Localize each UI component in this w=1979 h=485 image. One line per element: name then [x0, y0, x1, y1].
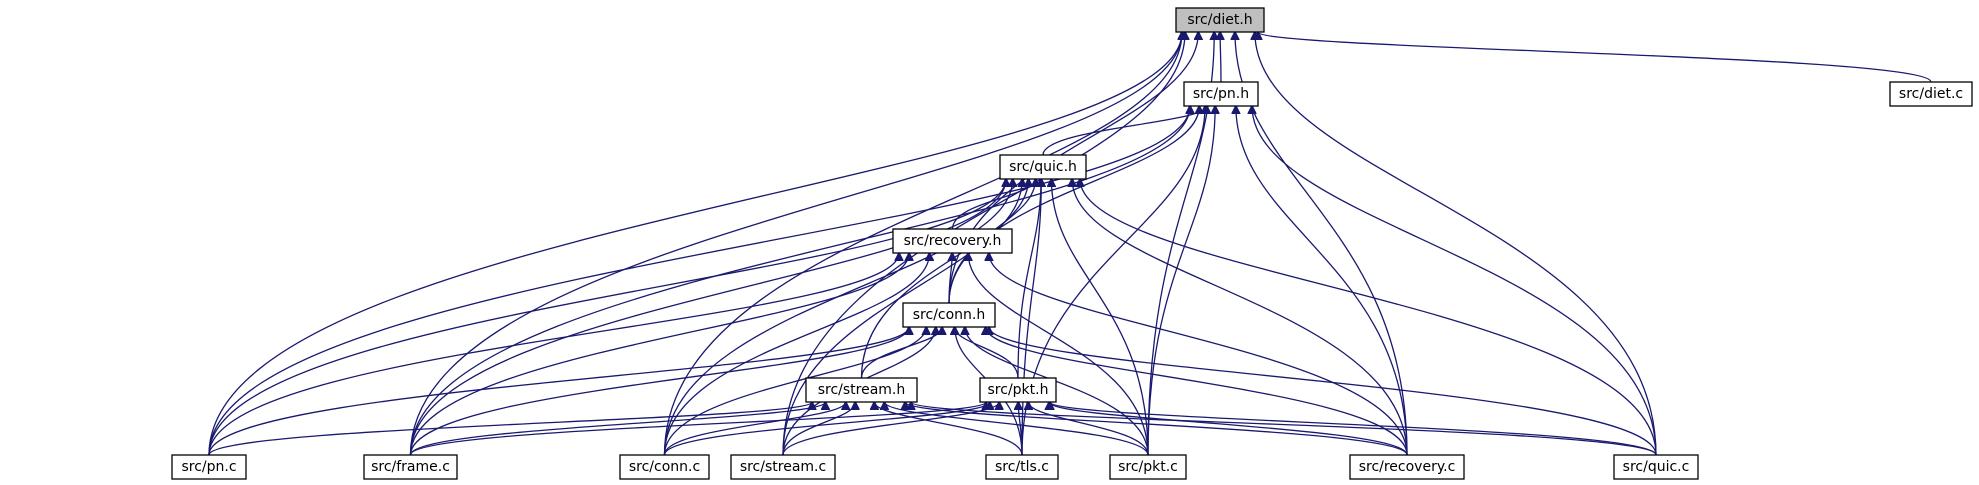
edge-conn_c-to-diet_h [663, 32, 1183, 456]
edge-quic_c-to-diet_h [1255, 32, 1657, 456]
edge-recovery_c-to-recovery_h [989, 253, 1408, 456]
edge-recovery_c-to-quic_h [1072, 179, 1408, 456]
node-recovery-h[interactable]: src/recovery.h [892, 228, 1013, 254]
node-label: src/quic.h [1009, 159, 1077, 175]
edge-recovery_c-to-pkt_h [1049, 402, 1408, 456]
node-box [805, 377, 918, 403]
edge-frame_c-to-recovery_h [409, 253, 910, 456]
node-pn-c[interactable]: src/pn.c [171, 454, 247, 480]
edge-stream_c-to-pkt_h [782, 402, 999, 456]
node-label: src/tls.c [995, 459, 1049, 475]
edge-layer [208, 32, 1932, 456]
edge-frame_c-to-diet_h [409, 32, 1183, 456]
edge-pkt_h-to-quic_h [1017, 179, 1041, 379]
node-recovery-c[interactable]: src/recovery.c [1349, 454, 1465, 480]
node-label: src/pn.h [1193, 86, 1249, 102]
node-label: src/stream.c [740, 459, 826, 475]
node-diet-c[interactable]: src/diet.c [1889, 81, 1973, 107]
node-conn-h[interactable]: src/conn.h [902, 302, 996, 328]
node-diet-h: src/diet.h [1175, 7, 1265, 33]
node-label: src/recovery.h [904, 233, 1002, 249]
node-box [1183, 81, 1259, 107]
edge-pn_c-to-recovery_h [208, 253, 899, 456]
node-frame-c[interactable]: src/frame.c [363, 454, 458, 480]
node-box [979, 377, 1057, 403]
edge-stream_c-to-diet_h [782, 32, 1185, 456]
edge-conn_c-to-pkt_h [663, 402, 990, 456]
node-stream-h[interactable]: src/stream.h [805, 377, 918, 403]
edge-pn_c-to-quic_h [208, 179, 1006, 456]
node-tls-c[interactable]: src/tls.c [985, 454, 1059, 480]
node-box [171, 454, 247, 480]
node-box [1613, 454, 1699, 480]
edge-stream_h-to-quic_h [860, 179, 1029, 379]
edge-quic_c-to-quic_h [1080, 179, 1657, 456]
node-pkt-h[interactable]: src/pkt.h [979, 377, 1057, 403]
edge-recovery_c-to-diet_h [1235, 32, 1408, 456]
node-label: src/pkt.h [988, 382, 1049, 398]
edge-pkt_c-to-pkt_h [1028, 402, 1149, 456]
edge-frame_c-to-quic_h [409, 179, 1007, 456]
edge-recovery_c-to-stream_h [905, 402, 1408, 456]
edge-conn_c-to-recovery_h [663, 253, 930, 456]
node-label: src/recovery.c [1359, 459, 1456, 475]
edge-pkt_c-to-quic_h [1051, 179, 1149, 456]
node-pkt-c[interactable]: src/pkt.c [1109, 454, 1187, 480]
node-label: src/pn.c [181, 459, 236, 475]
edge-frame_c-to-pn_h [409, 106, 1191, 456]
node-pn-h[interactable]: src/pn.h [1183, 81, 1259, 107]
edge-stream_c-to-stream_h [782, 402, 855, 456]
edge-frame_c-to-pkt_h [409, 402, 987, 456]
node-box [999, 154, 1087, 180]
node-box [1349, 454, 1465, 480]
edge-pkt_c-to-recovery_h [968, 253, 1149, 456]
node-label: src/diet.c [1899, 86, 1963, 102]
node-quic-c[interactable]: src/quic.c [1613, 454, 1699, 480]
edge-pn_c-to-conn_h [208, 327, 909, 456]
node-box [902, 302, 996, 328]
node-label: src/diet.h [1187, 12, 1252, 28]
node-stream-c[interactable]: src/stream.c [730, 454, 836, 480]
edge-pn_h-to-diet_h [1220, 32, 1221, 83]
edge-stream_c-to-quic_h [782, 179, 1022, 456]
node-box [985, 454, 1059, 480]
edge-frame_c-to-stream_h [409, 402, 826, 456]
edge-conn_h-to-recovery_h [949, 253, 952, 304]
node-label: src/frame.c [371, 459, 450, 475]
node-box [1109, 454, 1187, 480]
edge-pn_c-to-diet_h [208, 32, 1182, 456]
edge-quic_c-to-pn_h [1252, 106, 1657, 456]
node-box [892, 228, 1013, 254]
edge-tls_c-to-quic_h [1021, 179, 1041, 456]
node-box [730, 454, 836, 480]
node-label: src/conn.c [629, 459, 700, 475]
node-label: src/stream.h [818, 382, 906, 398]
node-layer: src/diet.h src/pn.h src/diet.c src/quic.h sr… [171, 7, 1973, 480]
node-conn-c[interactable]: src/conn.c [619, 454, 710, 480]
node-label: src/conn.h [913, 307, 986, 323]
edge-pn_c-to-pn_h [208, 106, 1190, 456]
edge-quic_c-to-conn_h [989, 327, 1657, 456]
edge-pkt_c-to-stream_h [884, 402, 1149, 456]
node-label: src/pkt.c [1118, 459, 1178, 475]
node-box [619, 454, 710, 480]
node-box [1175, 7, 1265, 33]
node-label: src/quic.c [1623, 459, 1690, 475]
edge-quic_c-to-pkt_h [1050, 402, 1657, 456]
edge-recovery_c-to-pn_h [1236, 106, 1408, 456]
edge-conn_c-to-conn_h [663, 327, 927, 456]
edge-diet_c-to-diet_h [1258, 32, 1932, 83]
node-box [1889, 81, 1973, 107]
edge-conn_c-to-stream_h [663, 402, 846, 456]
node-box [363, 454, 458, 480]
edge-pkt_c-to-pn_h [1147, 106, 1215, 456]
edge-tls_c-to-pkt_h [1018, 402, 1022, 456]
node-quic-h[interactable]: src/quic.h [999, 154, 1087, 180]
edge-pn_c-to-stream_h [208, 402, 812, 456]
